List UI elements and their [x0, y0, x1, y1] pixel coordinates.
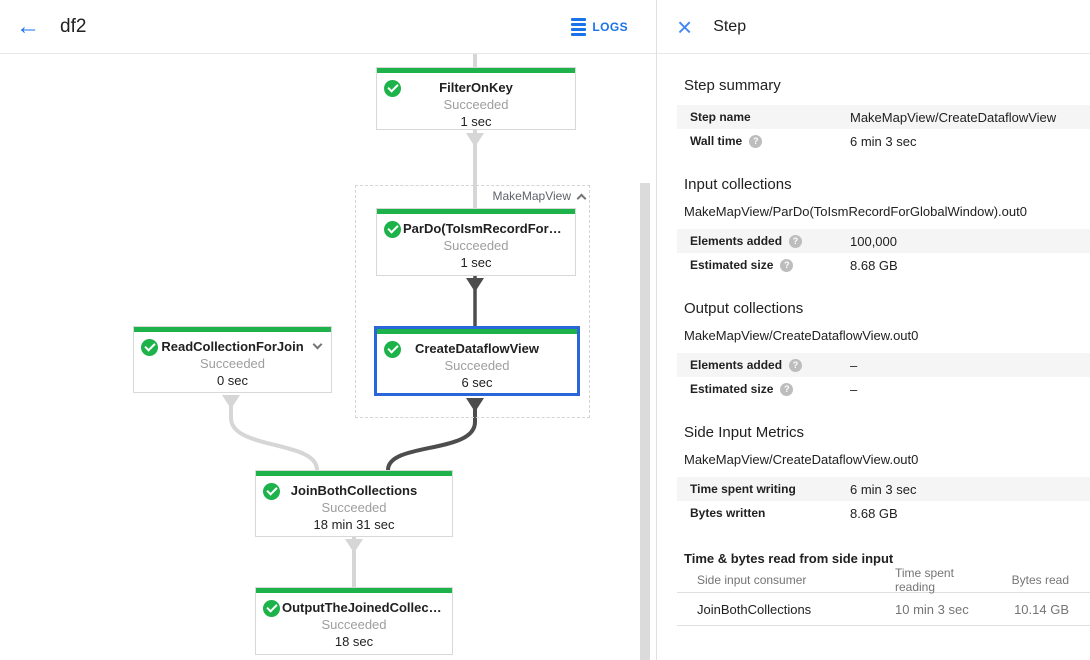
section-heading-input-collections: Input collections: [684, 176, 792, 193]
output-collection-name: MakeMapView/CreateDataflowView.out0: [684, 328, 919, 343]
node-title: ParDo(ToIsmRecordFor…: [403, 221, 562, 236]
node-outputthejoinedcollection[interactable]: OutputTheJoinedCollec… Succeeded 18 sec: [255, 587, 453, 655]
cell-time-spent-reading: 10 min 3 sec: [895, 601, 969, 617]
step-summary-table: Step name MakeMapView/CreateDataflowView…: [677, 105, 1090, 153]
help-icon[interactable]: ?: [789, 234, 803, 248]
node-status: Succeeded: [321, 500, 387, 515]
graph-header: ← df2 LOGS: [0, 0, 656, 54]
kv-label: Step name: [690, 110, 751, 124]
table-row: JoinBothCollections 10 min 3 sec 10.14 G…: [677, 593, 1090, 626]
kv-label: Estimated size?: [690, 258, 850, 272]
node-filteronkey[interactable]: FilterOnKey Succeeded 1 sec: [376, 67, 576, 130]
kv-row-estimated-size: Estimated size? 8.68 GB: [677, 253, 1090, 277]
help-icon[interactable]: ?: [780, 382, 794, 396]
node-status: Succeeded: [443, 238, 509, 253]
side-input-collection-name: MakeMapView/CreateDataflowView.out0: [684, 452, 919, 467]
graph-edges: [222, 54, 484, 587]
cell-side-input-consumer[interactable]: JoinBothCollections: [697, 601, 812, 617]
help-icon[interactable]: ?: [780, 258, 794, 272]
table-header-row: Side input consumer Time spent reading B…: [677, 566, 1090, 594]
node-title: FilterOnKey: [439, 80, 513, 95]
col-header-consumer: Side input consumer: [697, 573, 807, 587]
kv-value: 100,000: [850, 233, 897, 249]
kv-row-estimated-size: Estimated size? –: [677, 377, 1090, 401]
node-time: 1 sec: [460, 114, 492, 129]
success-check-icon: [384, 80, 401, 97]
kv-label: Estimated size?: [690, 382, 850, 396]
kv-label: Wall time?: [690, 134, 850, 148]
node-title: CreateDataflowView: [414, 341, 540, 356]
close-icon[interactable]: ×: [677, 11, 693, 42]
success-check-icon: [384, 341, 401, 358]
kv-value: 6 min 3 sec: [850, 133, 917, 149]
kv-value: 8.68 GB: [850, 257, 898, 273]
panel-title: Step: [713, 17, 747, 35]
back-arrow-icon[interactable]: ←: [16, 12, 40, 40]
kv-row-wall-time: Wall time? 6 min 3 sec: [677, 129, 1090, 153]
kv-label: Elements added?: [690, 358, 850, 372]
input-collections-table: Elements added? 100,000 Estimated size? …: [677, 229, 1090, 277]
kv-value: –: [850, 357, 858, 373]
node-status: Succeeded: [321, 617, 387, 632]
kv-value: MakeMapView/CreateDataflowView: [850, 109, 1057, 125]
col-header-time: Time spent reading: [895, 566, 954, 594]
section-heading-side-input-metrics: Side Input Metrics: [684, 424, 805, 441]
section-heading-step-summary: Step summary: [684, 77, 781, 94]
kv-label: Time spent writing: [690, 482, 796, 496]
kv-row-elements-added: Elements added? 100,000: [677, 229, 1090, 253]
group-collapse-toggle[interactable]: MakeMapView: [492, 189, 587, 203]
side-input-read-table: Side input consumer Time spent reading B…: [677, 566, 1090, 626]
node-joinbothcollections[interactable]: JoinBothCollections Succeeded 18 min 31 …: [255, 470, 453, 537]
node-title: JoinBothCollections: [290, 483, 418, 498]
job-graph-canvas: MakeMapView FilterOnKey Succeeded 1 sec …: [0, 54, 656, 660]
success-check-icon: [263, 600, 280, 617]
logs-button[interactable]: LOGS: [571, 17, 628, 36]
kv-value: 8.68 GB: [850, 505, 898, 521]
kv-row-bytes-written: Bytes written 8.68 GB: [677, 501, 1090, 525]
group-makemapview: MakeMapView: [355, 185, 590, 418]
kv-row-elements-added: Elements added? –: [677, 353, 1090, 377]
vertical-scrollbar-thumb[interactable]: [640, 183, 650, 660]
kv-label: Elements added?: [690, 234, 850, 248]
help-icon[interactable]: ?: [789, 358, 803, 372]
section-heading-output-collections: Output collections: [684, 300, 804, 317]
kv-row-step-name: Step name MakeMapView/CreateDataflowView: [677, 105, 1090, 129]
kv-label: Bytes written: [690, 506, 766, 520]
input-collection-name: MakeMapView/ParDo(ToIsmRecordForGlobalWi…: [684, 204, 1027, 219]
node-readcollectionforjoin[interactable]: ReadCollectionForJoin Succeeded 0 sec: [133, 326, 332, 393]
node-time: 1 sec: [460, 255, 492, 270]
node-status: Succeeded: [443, 97, 509, 112]
panel-header: × Step: [657, 0, 1090, 54]
output-collections-table: Elements added? – Estimated size? –: [677, 353, 1090, 401]
node-pardo-toismrecord[interactable]: ParDo(ToIsmRecordFor… Succeeded 1 sec: [376, 208, 576, 276]
job-title: df2: [60, 15, 87, 37]
node-status: Succeeded: [199, 356, 266, 371]
success-check-icon: [141, 339, 158, 356]
logs-button-label: LOGS: [592, 19, 628, 34]
node-time: 6 sec: [461, 375, 493, 390]
group-label: MakeMapView: [492, 189, 571, 203]
success-check-icon: [384, 221, 401, 238]
side-input-metrics-table: Time spent writing 6 min 3 sec Bytes wri…: [677, 477, 1090, 525]
kv-value: –: [850, 381, 858, 397]
node-title: ReadCollectionForJoin: [161, 339, 304, 354]
cell-bytes-read: 10.14 GB: [1014, 601, 1069, 617]
kv-value: 6 min 3 sec: [850, 481, 917, 497]
node-time: 0 sec: [216, 373, 249, 388]
success-check-icon: [263, 483, 280, 500]
panel-body: Step summary Step name MakeMapView/Creat…: [657, 77, 1090, 626]
node-status: Succeeded: [444, 358, 510, 373]
kv-row-time-spent-writing: Time spent writing 6 min 3 sec: [677, 477, 1090, 501]
node-time: 18 sec: [334, 634, 374, 649]
step-details-panel: × Step Step summary Step name MakeMapVie…: [656, 0, 1090, 660]
col-header-bytes: Bytes read: [1011, 573, 1069, 587]
logs-list-icon: [571, 17, 587, 36]
chevron-up-icon: [576, 193, 587, 203]
side-input-read-table-heading: Time & bytes read from side input: [684, 551, 894, 566]
node-time: 18 min 31 sec: [313, 517, 395, 532]
node-title: OutputTheJoinedCollec…: [282, 600, 442, 615]
node-createdataflowview[interactable]: CreateDataflowView Succeeded 6 sec: [374, 326, 580, 396]
help-icon[interactable]: ?: [749, 134, 763, 148]
